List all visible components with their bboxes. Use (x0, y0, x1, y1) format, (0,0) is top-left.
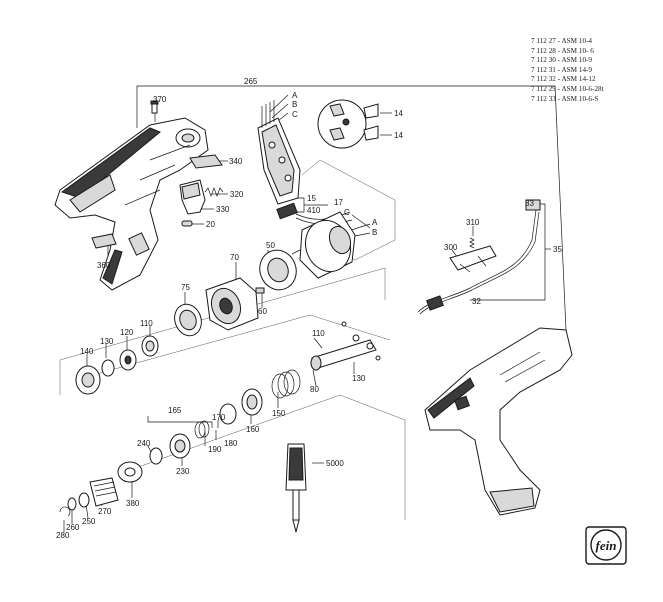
cable-assembly-32-33 (417, 199, 541, 315)
label-70: 70 (230, 253, 239, 262)
label-165: 165 (168, 406, 182, 415)
label-130b: 130 (352, 374, 366, 383)
clutch-160 (219, 388, 263, 425)
label-250: 250 (82, 517, 96, 526)
motor-flange-70 (259, 249, 297, 291)
spring-180 (194, 420, 210, 439)
label-32: 32 (472, 297, 481, 306)
spring-320 (204, 187, 224, 197)
legend-item: 7 112 32 - ASM 14-12 (531, 75, 596, 84)
label-260: 260 (66, 523, 80, 532)
legend-item: 7 112 29 - ASM 10-6-28t (531, 84, 604, 93)
gear-housing-60 (205, 277, 265, 331)
legend-item: 7 112 31 - ASM 14-9 (531, 65, 593, 74)
label-a1: A (292, 91, 298, 100)
label-330: 330 (216, 205, 230, 214)
label-160: 160 (246, 425, 260, 434)
label-110a: 110 (140, 319, 153, 328)
label-14a: 14 (394, 109, 403, 118)
ring-250 (78, 492, 90, 508)
label-c1: C (292, 110, 298, 119)
small-part-360 (91, 233, 117, 249)
label-280: 280 (56, 531, 70, 540)
screw-370 (150, 100, 159, 114)
motor-50 (291, 211, 356, 279)
label-300: 300 (444, 243, 458, 252)
label-b2: B (372, 228, 377, 237)
label-a2: A (372, 218, 378, 227)
label-370: 370 (153, 95, 167, 104)
label-410: 410 (307, 206, 321, 215)
nut-140 (75, 365, 101, 395)
label-75: 75 (181, 283, 190, 292)
ring-gear-75 (174, 303, 202, 337)
legend-item: 7 112 33 - ASM 10-6-S (531, 94, 599, 103)
label-80: 80 (310, 385, 319, 394)
label-110b: 110 (312, 329, 325, 338)
label-20: 20 (206, 220, 215, 229)
spring-310 (469, 237, 475, 249)
label-190: 190 (208, 445, 222, 454)
brush-detail-view (317, 99, 379, 149)
label-60: 60 (258, 307, 267, 316)
ring-230 (169, 433, 191, 459)
label-15: 15 (307, 194, 316, 203)
label-150: 150 (272, 409, 286, 418)
label-50: 50 (266, 241, 275, 250)
label-35: 35 (553, 245, 562, 254)
ring-130a (101, 359, 115, 377)
label-270: 270 (98, 507, 112, 516)
label-265: 265 (244, 77, 258, 86)
label-310: 310 (466, 218, 480, 227)
legend-item: 7 112 30 - ASM 10-9 (531, 56, 593, 65)
label-120: 120 (120, 328, 134, 337)
pin-20 (181, 220, 193, 227)
label-180: 180 (224, 439, 238, 448)
legend-item: 7 112 27 - ASM 10-4 (531, 37, 593, 45)
label-17: 17 (334, 198, 343, 207)
fein-logo: fein (585, 526, 627, 565)
label-230: 230 (176, 467, 190, 476)
label-14b: 14 (394, 131, 403, 140)
label-380: 380 (126, 499, 140, 508)
housing-half-right (424, 327, 573, 516)
label-340: 340 (229, 157, 243, 166)
label-320: 320 (230, 190, 244, 199)
label-33: 33 (525, 199, 534, 208)
label-130a: 130 (100, 337, 114, 346)
label-170: 170 (212, 413, 226, 422)
washer-380 (117, 461, 143, 483)
spring-150 (271, 369, 301, 399)
sleeve-270 (89, 477, 119, 507)
spindle-80 (310, 321, 381, 371)
ring-240 (149, 447, 163, 465)
model-legend: 7 112 27 - ASM 10-4 7 112 28 - ASM 10- 6… (531, 37, 659, 104)
label-5000: 5000 (326, 459, 344, 468)
label-c2: C (344, 208, 350, 217)
housing-half-left (54, 117, 209, 291)
bearing-110a (141, 335, 159, 357)
screwdriver-5000 (285, 443, 307, 533)
circlip-280 (59, 506, 71, 517)
label-b1: B (292, 100, 297, 109)
logo-text: fein (596, 538, 617, 553)
washer-120 (119, 349, 137, 371)
electronics-module (257, 100, 353, 225)
ring-260 (67, 497, 77, 511)
cover-plate-340 (189, 154, 223, 169)
legend-item: 7 112 28 - ASM 10- 6 (531, 46, 594, 55)
label-140: 140 (80, 347, 94, 356)
slider-300 (449, 245, 497, 273)
label-240: 240 (137, 439, 151, 448)
switch-330 (179, 179, 206, 215)
label-360: 360 (97, 261, 111, 270)
part-number-labels: 265 370 A B C 14 14 340 320 330 20 15 17… (56, 77, 562, 540)
